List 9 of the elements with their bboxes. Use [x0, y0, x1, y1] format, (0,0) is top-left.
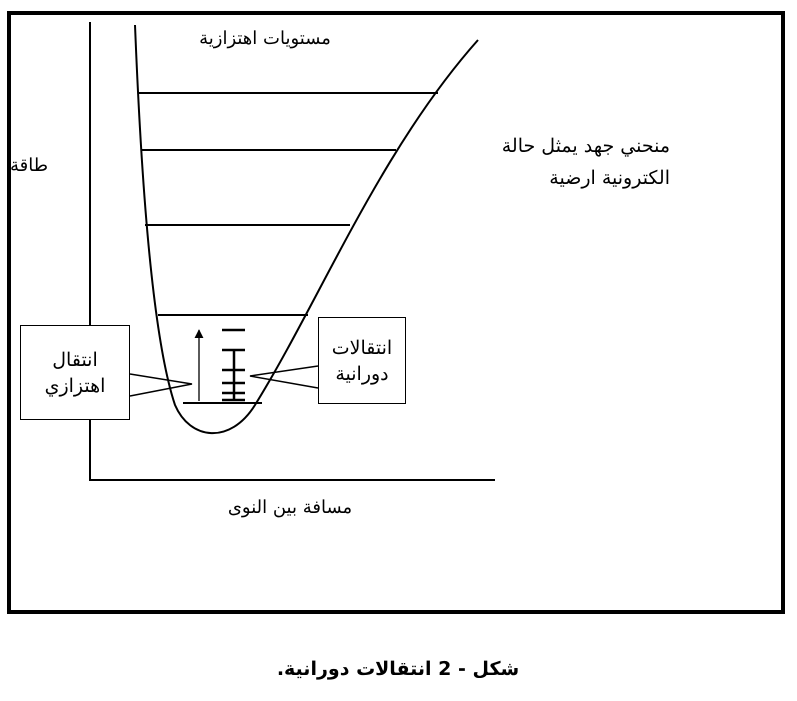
- axis-label: منحني جهد يمثل حالة الكترونية ارضية: [500, 134, 670, 191]
- axis-label: طاقة: [10, 155, 48, 176]
- leader-line: [249, 365, 318, 389]
- axis-label: مسافة بين النوى: [228, 497, 352, 518]
- leader-line: [130, 373, 193, 397]
- label-box: انتقالات دورانية: [318, 317, 406, 404]
- caption: شكل - 2 انتقالات دورانية.: [276, 658, 520, 680]
- axis-label: مستويات اهتزازية: [199, 28, 331, 49]
- label-box: انتقال اهتزازي: [20, 325, 130, 420]
